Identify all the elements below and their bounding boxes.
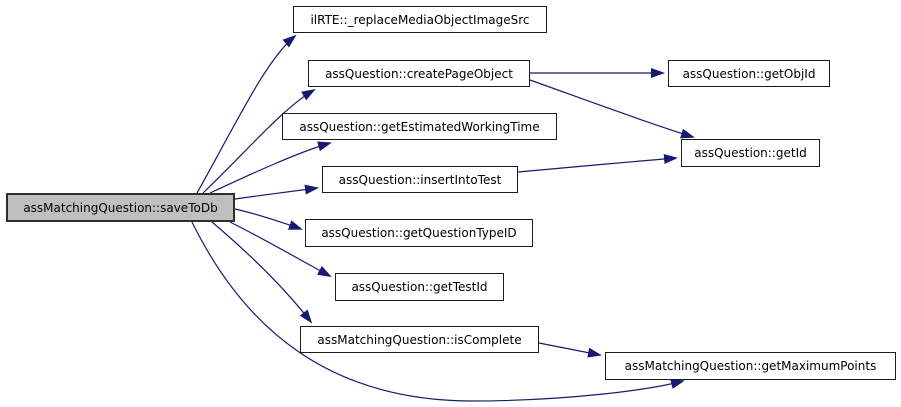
graph-node-createPageObject[interactable]: assQuestion::createPageObject bbox=[308, 60, 530, 87]
edge-saveToDb-to-insertIntoTest bbox=[234, 184, 319, 200]
graph-node-getTestId[interactable]: assQuestion::getTestId bbox=[335, 273, 504, 301]
graph-node-getMaximumPoints[interactable]: assMatchingQuestion::getMaximumPoints bbox=[605, 352, 896, 380]
graph-node-saveToDb: assMatchingQuestion::saveToDb bbox=[6, 193, 235, 222]
edge-isComplete-to-getMaximumPoints bbox=[538, 342, 602, 358]
graph-node-replaceMediaObjectImageSrc[interactable]: ilRTE::_replaceMediaObjectImageSrc bbox=[293, 6, 547, 33]
graph-node-isComplete[interactable]: assMatchingQuestion::isComplete bbox=[300, 326, 539, 353]
edge-saveToDb-to-getEstimatedWorkingTime bbox=[209, 141, 332, 194]
graph-node-getQuestionTypeID[interactable]: assQuestion::getQuestionTypeID bbox=[305, 219, 533, 247]
edge-saveToDb-to-getQuestionTypeID bbox=[234, 208, 303, 230]
edge-saveToDb-to-replaceMediaObjectImageSrc bbox=[196, 34, 297, 194]
graph-node-getEstimatedWorkingTime[interactable]: assQuestion::getEstimatedWorkingTime bbox=[282, 113, 557, 140]
edge-saveToDb-to-createPageObject bbox=[202, 88, 316, 194]
graph-node-getObjId[interactable]: assQuestion::getObjId bbox=[668, 60, 830, 87]
edge-saveToDb-to-isComplete bbox=[211, 221, 313, 324]
graph-node-insertIntoTest[interactable]: assQuestion::insertIntoTest bbox=[322, 166, 518, 193]
graph-node-getId[interactable]: assQuestion::getId bbox=[681, 139, 820, 167]
edge-insertIntoTest-to-getId bbox=[517, 154, 678, 173]
